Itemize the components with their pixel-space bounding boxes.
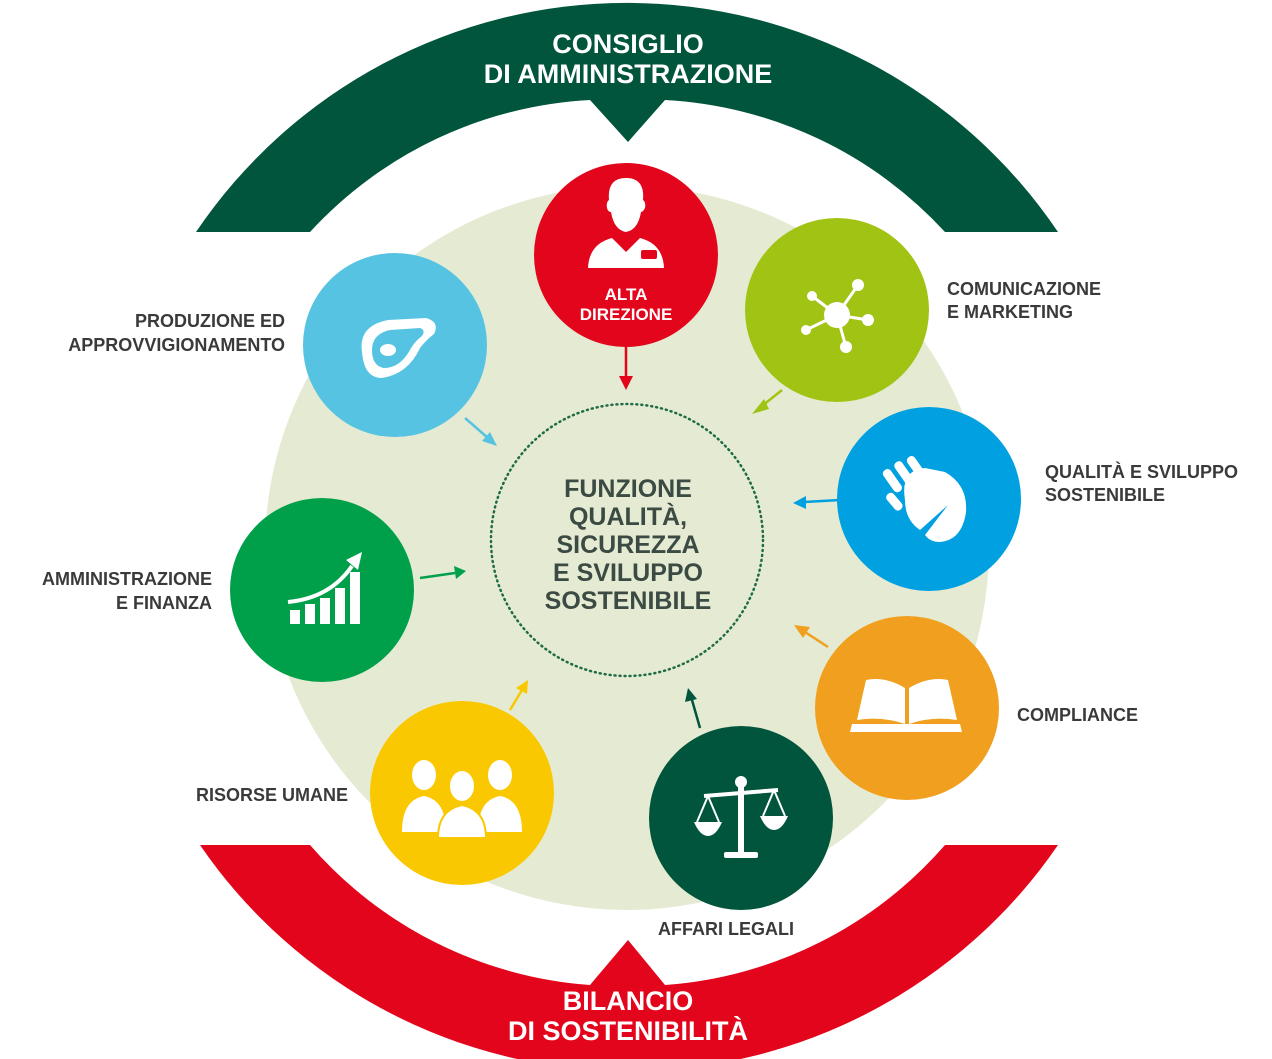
qualita-label-2: SOSTENIBILE [1045, 485, 1165, 505]
node-comunicazione[interactable] [745, 218, 929, 402]
arrow-compliance [794, 625, 829, 649]
arrows [419, 345, 841, 729]
arrow-qualita [793, 496, 841, 509]
top-arc-band [196, 2, 1058, 232]
hand-leaf-icon [882, 456, 967, 542]
amministrazione-circle [230, 498, 414, 682]
bottom-arc-band [200, 845, 1058, 1059]
produzione-label-1: PRODUZIONE ED [135, 311, 285, 331]
produzione-label-2: APPROVVIGIONAMENTO [68, 335, 285, 355]
open-book-icon [850, 679, 962, 732]
steak-icon [361, 318, 436, 378]
compliance-label: COMPLIANCE [1017, 705, 1138, 725]
node-risorse-umane[interactable] [370, 701, 554, 885]
arrow-alta-direzione [619, 345, 633, 390]
center-line-5: SOSTENIBILE [545, 587, 712, 615]
amministrazione-label-2: E FINANZA [116, 593, 212, 613]
center-line-4: E SVILUPPO [553, 559, 703, 587]
compliance-circle [815, 616, 999, 800]
arrow-comunicazione [752, 389, 783, 414]
center-line-2: QUALITÀ, [569, 502, 687, 531]
top-arc-title-line1: CONSIGLIO [552, 29, 704, 59]
network-icon [801, 279, 874, 353]
scales-icon [694, 776, 788, 858]
comunicazione-label-2: E MARKETING [947, 302, 1073, 322]
comunicazione-label-1: COMUNICAZIONE [947, 279, 1101, 299]
node-qualita[interactable] [837, 407, 1021, 591]
alta-direzione-label-1: ALTA [605, 285, 648, 304]
arrow-risorse-umane [508, 680, 528, 711]
amministrazione-label-1: AMMINISTRAZIONE [42, 569, 212, 589]
node-affari-legali[interactable] [649, 726, 833, 910]
qualita-label-1: QUALITÀ E SVILUPPO [1045, 461, 1238, 482]
alta-direzione-label-2: DIREZIONE [580, 305, 673, 324]
center-line-3: SICUREZZA [556, 531, 699, 559]
bottom-arc-title-line2: DI SOSTENIBILITÀ [508, 1015, 748, 1046]
node-alta-direzione[interactable]: ALTA DIREZIONE [534, 163, 718, 347]
node-compliance[interactable] [815, 616, 999, 800]
people-icon [402, 760, 522, 839]
node-amministrazione[interactable] [230, 498, 414, 682]
bottom-arc-title-line1: BILANCIO [563, 986, 694, 1016]
center-dotted-circle [489, 402, 765, 678]
center-line-1: FUNZIONE [564, 475, 692, 503]
node-produzione[interactable] [303, 253, 487, 437]
arrow-affari-legali [685, 688, 702, 729]
top-arc-title-line2: DI AMMINISTRAZIONE [484, 59, 772, 89]
risorse-umane-label: RISORSE UMANE [196, 785, 348, 805]
arrow-amministrazione [419, 566, 466, 580]
arrow-produzione [464, 417, 497, 446]
growth-chart-icon [287, 552, 362, 624]
person-icon [588, 178, 664, 268]
affari-legali-label: AFFARI LEGALI [658, 919, 794, 939]
